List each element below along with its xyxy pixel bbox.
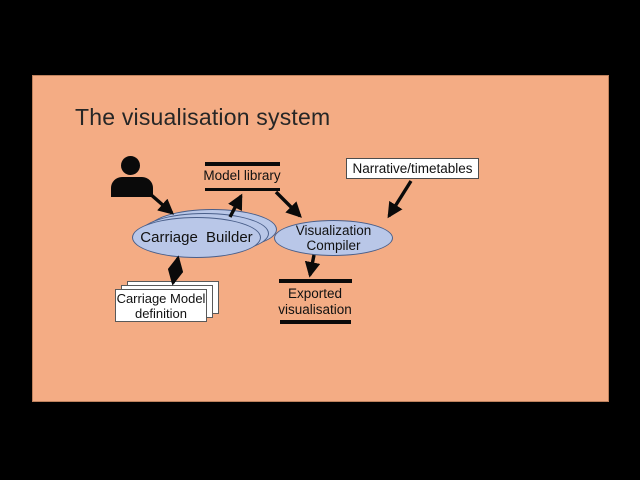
- visualization-compiler-label-line2: Compiler: [306, 238, 361, 253]
- arrow-visualization-compiler-to-exported: [304, 254, 321, 278]
- double-arrow-carriage-builder-to-carriage-model: [167, 255, 184, 286]
- exported-bottom-line: [280, 320, 351, 324]
- narrative-timetables-node: Narrative/timetables: [346, 158, 479, 179]
- exported-label: Exported visualisation: [265, 286, 365, 318]
- visualization-compiler-node: Visualization Compiler: [274, 220, 393, 256]
- exported-top-line: [279, 279, 352, 283]
- exported-label-line1: Exported: [287, 286, 343, 301]
- carriage-builder-ellipse-front: Carriage Builder: [132, 217, 261, 258]
- exported-label-line2: visualisation: [278, 302, 352, 317]
- person-icon-head: [121, 156, 140, 175]
- model-library-label: Model library: [203, 168, 281, 183]
- carriage-builder-label: Carriage Builder: [140, 229, 253, 246]
- arrow-model-library-to-visualization-compiler: [274, 190, 302, 218]
- carriage-model-label-line1: Carriage Model: [116, 290, 206, 306]
- presentation-slide: The visualisation system Model library N…: [32, 75, 609, 402]
- visualization-compiler-label-line1: Visualization: [295, 222, 372, 238]
- carriage-model-doc-front: Carriage Model definition: [115, 289, 207, 322]
- person-icon-body: [111, 177, 153, 197]
- carriage-model-label-line2: definition: [134, 305, 188, 321]
- arrow-narrative-to-visualization-compiler: [387, 180, 413, 219]
- slide-title: The visualisation system: [75, 104, 331, 130]
- model-library-top-line: [205, 162, 280, 166]
- model-library-bottom-line: [205, 188, 280, 191]
- narrative-timetables-label: Narrative/timetables: [352, 161, 473, 176]
